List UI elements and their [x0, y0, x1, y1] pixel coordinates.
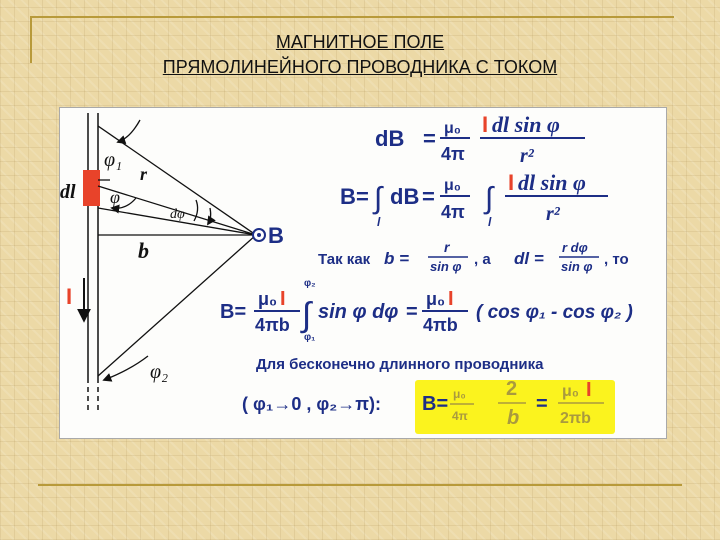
f6-I: I	[586, 379, 592, 401]
f3-to: , то	[604, 251, 629, 268]
angle-arcs	[102, 119, 216, 382]
f3-text: Так как	[318, 251, 371, 268]
f2-num-rest: dl sin φ	[518, 170, 586, 195]
f2-mu: μ₀	[444, 177, 461, 194]
dl-element	[83, 170, 100, 206]
title-line-1: МАГНИТНОЕ ПОЛЕ	[275, 32, 445, 52]
f2-den: 4π	[441, 202, 465, 222]
f3-r: r	[444, 239, 451, 255]
slide-title: МАГНИТНОЕ ПОЛЕ ПРЯМОЛИНЕЙНОГО ПРОВОДНИКА…	[60, 30, 660, 80]
f6-2pib: 2πb	[560, 410, 591, 427]
label-phi: φ	[110, 187, 120, 207]
conductor	[77, 113, 100, 413]
f4-integrand: sin φ dφ	[318, 301, 398, 323]
svg-text:=: =	[422, 184, 435, 209]
f6-b: b	[507, 407, 519, 429]
title-line-2: ПРЯМОЛИНЕЙНОГО ПРОВОДНИКА С ТОКОМ	[162, 57, 558, 77]
f3-a: , а	[474, 251, 491, 268]
f6-2: 2	[506, 378, 517, 400]
f4-I: I	[280, 288, 286, 310]
f2-lhs: B	[340, 184, 356, 209]
f6-cond: ( φ₁→0 , φ₂→π):	[242, 394, 381, 414]
figure-svg: φ₁ φ r dφ dl b B I φ₂ dB = μ₀ 4π I dl si…	[60, 112, 633, 429]
f3-rdphi: r dφ	[562, 240, 588, 255]
f6-mu: μ₀	[453, 387, 466, 401]
f6-mu2: μ₀	[562, 383, 579, 400]
label-dl: dl	[60, 181, 76, 203]
f6-eq: =	[536, 393, 548, 415]
f2-l2: l	[488, 215, 492, 229]
formula-infinite: ( φ₁→0 , φ₂→π): B= μ₀ 4π 2 b = μ₀ I 2πb	[242, 378, 604, 429]
f6-4pi: 4π	[452, 409, 468, 423]
f1-den: 4π	[441, 144, 465, 164]
svg-text:=: =	[356, 184, 369, 209]
label-b: b	[138, 238, 149, 263]
formula-dB: dB = μ₀ 4π I dl sin φ r²	[375, 112, 585, 167]
f3-sin2: sin φ	[561, 259, 593, 274]
f4-upper: φ₂	[304, 278, 316, 289]
formula-B-integral: B = ∫ l dB = μ₀ 4π ∫ l I dl sin φ r²	[340, 170, 608, 229]
f2-den2: r²	[546, 203, 561, 225]
formula-substitution: Так как b = r sin φ , а dl = r dφ sin φ …	[318, 239, 629, 274]
f1-num-rest: dl sin φ	[492, 112, 560, 137]
bottom-rule	[38, 484, 682, 486]
label-r: r	[140, 164, 148, 184]
svg-text:∫: ∫	[483, 182, 495, 215]
f4-result: ( cos φ₁ - cos φ₂ )	[476, 302, 633, 323]
figure-panel: φ₁ φ r dφ dl b B I φ₂ dB = μ₀ 4π I dl si…	[59, 107, 667, 439]
f4-den3: 4πb	[423, 315, 458, 335]
formula-B-result: B= μ₀ I 4πb φ₂ ∫ φ₁ sin φ dφ = μ₀ I 4πb …	[220, 278, 633, 343]
label-I: I	[66, 284, 72, 309]
label-dphi: dφ	[170, 207, 185, 222]
rays	[97, 125, 257, 377]
f6-B: B=	[422, 393, 448, 415]
label-B: B	[268, 223, 284, 248]
f3-sin: sin φ	[430, 259, 462, 274]
f4-mu2: μ₀	[426, 289, 445, 309]
f2-dB: dB	[390, 184, 419, 209]
f4-lower: φ₁	[304, 332, 315, 343]
f4-den: 4πb	[255, 315, 290, 335]
f2-num-I: I	[508, 170, 514, 195]
f3-dl: dl =	[514, 249, 544, 268]
result-highlight	[415, 380, 615, 434]
field-point-B	[252, 228, 266, 242]
f4-I2: I	[448, 288, 454, 310]
f4-eq: =	[406, 301, 418, 323]
f3-b: b =	[384, 249, 409, 268]
f1-lhs: dB	[375, 126, 404, 151]
svg-text:∫: ∫	[372, 182, 384, 215]
f1-num-I: I	[482, 112, 488, 137]
svg-text:∫: ∫	[300, 296, 313, 334]
f1-mu: μ₀	[444, 120, 461, 137]
f1-den2: r²	[520, 145, 535, 167]
f5-text: Для бесконечно длинного проводника	[256, 356, 544, 373]
svg-text:=: =	[423, 126, 436, 151]
f4-lhs: B=	[220, 301, 246, 323]
f2-l1: l	[377, 215, 381, 229]
top-rule	[30, 16, 674, 18]
label-phi1: φ₁	[104, 149, 122, 171]
f4-mu: μ₀	[258, 289, 277, 309]
label-phi2: φ₂	[150, 361, 168, 383]
left-rule	[30, 16, 32, 63]
